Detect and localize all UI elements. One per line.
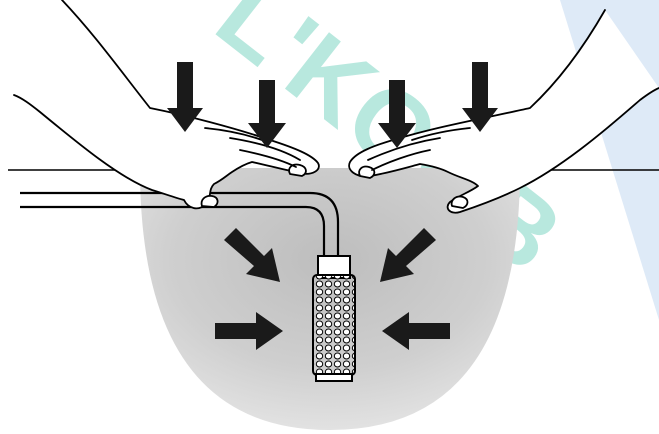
arrow-right-icon (215, 312, 283, 350)
arrow-down-icon (462, 62, 498, 132)
arrow-down-icon (378, 80, 416, 148)
arrow-down-left-icon (380, 228, 436, 282)
left-hand-icon (13, 0, 320, 210)
arrow-down-icon (167, 62, 203, 132)
arrow-down-right-icon (224, 228, 280, 282)
arrow-left-icon (382, 312, 450, 350)
right-hand-icon (348, 9, 659, 214)
arrow-down-icon (248, 80, 286, 148)
submerged-tube-icon (20, 191, 340, 258)
mesh-strainer-icon (312, 255, 356, 382)
